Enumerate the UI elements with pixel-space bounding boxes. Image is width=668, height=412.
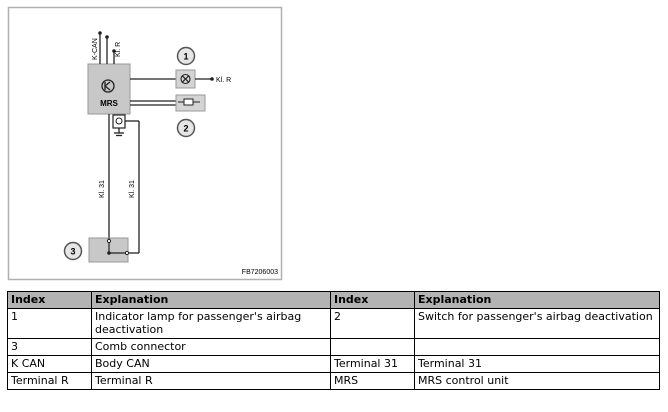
mrs-symbol-icon [101, 79, 115, 93]
svg-text:2: 2 [183, 124, 188, 134]
table-cell: 1 [7, 308, 92, 339]
table-cell: K CAN [7, 355, 92, 373]
wiring-diagram: MRS K-CAN Kl. R Kl. R 1 2 3 [7, 6, 283, 281]
table-cell: Terminal R [91, 372, 331, 390]
k-can-terminal [98, 31, 102, 35]
kl-r-lamp-label: Kl. R [216, 77, 231, 84]
ground-eye-icon [115, 117, 123, 125]
table-cell: Indicator lamp for passenger's airbag de… [91, 308, 331, 339]
table-row: 1 Indicator lamp for passenger's airbag … [7, 308, 660, 339]
callout-3: 3 [63, 241, 83, 261]
switch-wires [130, 100, 176, 106]
header-index-2: Index [330, 291, 415, 309]
legend-table: Index Explanation Index Explanation 1 In… [7, 291, 660, 390]
table-row: K CAN Body CAN Terminal 31 Terminal 31 [7, 355, 660, 373]
table-cell: Terminal 31 [414, 355, 660, 373]
lamp-icon [180, 73, 191, 85]
table-row: 3 Comb connector [7, 338, 660, 356]
table-cell: Body CAN [91, 355, 331, 373]
ground-connector [112, 114, 126, 129]
legend-header-row: Index Explanation Index Explanation [7, 291, 660, 309]
table-cell: Terminal R [7, 372, 92, 390]
comb-pin-2 [107, 251, 111, 255]
k-can-label: K-CAN [92, 38, 99, 60]
kl-r-terminal [112, 49, 116, 53]
table-cell: MRS control unit [414, 372, 660, 390]
comb-pin-3 [124, 250, 130, 256]
header-index-1: Index [7, 291, 92, 309]
kl31-left-label: Kl. 31 [99, 180, 106, 198]
table-cell: 2 [330, 308, 415, 339]
top-wires [99, 34, 115, 64]
table-row: Terminal R Terminal R MRS MRS control un… [7, 372, 660, 390]
callout-1: 1 [176, 46, 196, 66]
svg-text:1: 1 [183, 52, 188, 62]
header-explanation-2: Explanation [414, 291, 660, 309]
table-cell: MRS [330, 372, 415, 390]
comb-pin-1 [106, 238, 112, 244]
header-explanation-1: Explanation [91, 291, 331, 309]
table-cell [414, 338, 660, 356]
diagram-frame [7, 6, 283, 281]
lamp-kl-r-terminal [210, 77, 214, 81]
table-cell: Comb connector [91, 338, 331, 356]
kl-r-top-label: Kl. R [115, 42, 122, 57]
mrs-label: MRS [100, 99, 118, 108]
kl31-right-label: Kl. 31 [129, 180, 136, 198]
table-cell: Switch for passenger's airbag deactivati… [414, 308, 660, 339]
ground-symbol-icon [114, 128, 124, 137]
callout-2: 2 [176, 118, 196, 138]
table-cell: 3 [7, 338, 92, 356]
switch-icon [178, 98, 200, 106]
figure-code: FB7206003 [242, 269, 278, 276]
table-cell [330, 338, 415, 356]
svg-text:3: 3 [70, 247, 75, 257]
kl31-wires [108, 114, 140, 254]
table-cell: Terminal 31 [330, 355, 415, 373]
k-can-terminal-2 [105, 35, 109, 39]
